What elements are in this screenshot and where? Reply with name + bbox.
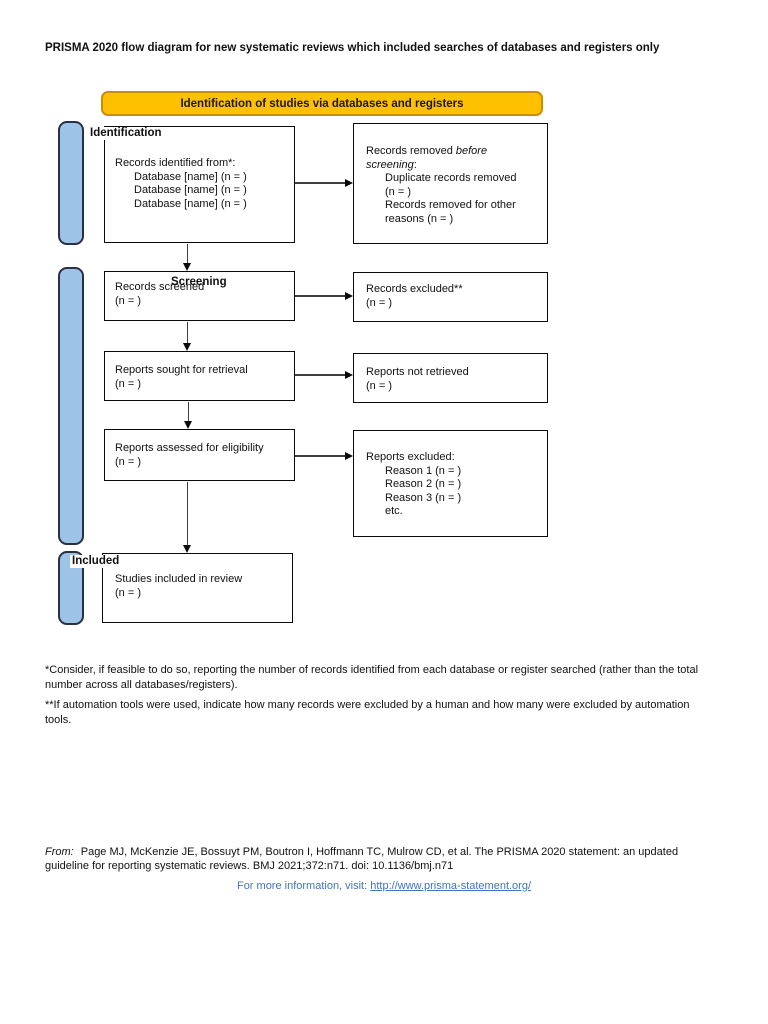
box-line: Records excluded** <box>366 283 463 295</box>
citation: From:Page MJ, McKenzie JE, Bossuyt PM, B… <box>45 845 693 873</box>
box-line: (n = ) <box>115 294 141 307</box>
arrow-assessed-to-included <box>183 482 192 553</box>
stage-bar-identification <box>58 121 84 245</box>
box-line: Reports not retrieved <box>366 366 469 378</box>
arrowhead-icon <box>183 343 191 351</box>
box-item: Reason 1 (n = ) <box>385 464 462 477</box>
stage-bar-screening <box>58 267 84 545</box>
box-reports-sought-for-retrieval: Reports sought for retrieval (n = ) <box>104 351 295 401</box>
box-item: Database [name] (n = ) <box>134 184 247 196</box>
stage-label-screening: Screening <box>171 276 227 288</box>
box-reports-assessed-for-eligibility: Reports assessed for eligibility (n = ) <box>104 429 295 481</box>
page-title: PRISMA 2020 flow diagram for new systema… <box>45 42 660 54</box>
banner-identification-via-databases: Identification of studies via databases … <box>101 91 543 116</box>
box-item: Database [name] (n = ) <box>134 197 247 210</box>
box-records-screened: Records screened (n = ) <box>104 271 295 321</box>
box-line: Records screened <box>115 281 205 293</box>
box-item: Reason 2 (n = ) <box>385 478 462 490</box>
citation-from-label: From: <box>45 846 74 858</box>
arrow-screened-to-excluded <box>295 292 353 300</box>
box-line: Studies included in review <box>115 573 243 585</box>
arrow-identified-to-screened <box>183 244 192 271</box>
footnote-double-asterisk: **If automation tools were used, indicat… <box>45 699 690 726</box>
box-line: Reports sought for retrieval <box>115 364 248 376</box>
box-reports-excluded: Reports excluded: Reason 1 (n = )Reason … <box>353 430 548 537</box>
arrowhead-icon <box>183 545 191 553</box>
arrow-sought-to-assessed <box>184 402 193 429</box>
box-heading: Reports excluded: <box>366 451 455 463</box>
box-item: Records removed for other reasons (n = ) <box>385 199 516 225</box>
arrowhead-icon <box>184 421 192 429</box>
box-studies-included-in-review: Studies included in review (n = ) <box>102 553 293 623</box>
stage-label-included: Included <box>70 555 122 568</box>
box-line: (n = ) <box>115 377 141 390</box>
box-records-excluded: Records excluded** (n = ) <box>353 272 548 322</box>
arrow-screened-to-sought <box>183 322 192 351</box>
arrowhead-icon <box>183 263 191 271</box>
arrowhead-icon <box>345 179 353 187</box>
prisma-statement-link[interactable]: http://www.prisma-statement.org/ <box>370 880 532 892</box>
footnote-asterisk: *Consider, if feasible to do so, reporti… <box>45 664 699 691</box>
box-line: (n = ) <box>115 586 141 599</box>
box-records-identified: Records identified from*: Database [name… <box>104 126 295 243</box>
arrowhead-icon <box>345 292 353 300</box>
arrow-sought-to-not-retrieved <box>295 371 353 379</box>
box-heading: Records identified from*: <box>115 157 236 169</box>
box-item: Reason 3 (n = ) <box>385 491 462 504</box>
box-line: (n = ) <box>115 455 141 468</box>
arrow-identified-to-removed <box>295 179 353 187</box>
arrowhead-icon <box>345 371 353 379</box>
box-item-list: Reason 1 (n = )Reason 2 (n = )Reason 3 (… <box>385 465 539 519</box>
more-info-line: For more information, visit: http://www.… <box>0 880 768 892</box>
arrow-assessed-to-excluded <box>295 452 353 460</box>
box-records-removed-before-screening: Records removed before screening: Duplic… <box>353 123 548 244</box>
arrowhead-icon <box>345 452 353 460</box>
box-line: (n = ) <box>366 379 392 392</box>
box-item-list: Database [name] (n = )Database [name] (n… <box>134 171 288 212</box>
more-info-prefix: For more information, visit: <box>236 880 371 892</box>
box-item: Database [name] (n = ) <box>134 170 247 183</box>
stage-label-identification: Identification <box>88 127 164 140</box>
box-reports-not-retrieved: Reports not retrieved (n = ) <box>353 353 548 403</box>
box-item-list: Duplicate records removed (n = )Records … <box>385 172 527 226</box>
box-heading: Records removed before screening: <box>366 145 488 171</box>
box-item: etc. <box>385 505 403 517</box>
box-line: (n = ) <box>366 296 392 309</box>
banner-label: Identification of studies via databases … <box>180 97 464 110</box>
box-line: Reports assessed for eligibility <box>115 442 264 454</box>
citation-text: Page MJ, McKenzie JE, Bossuyt PM, Boutro… <box>45 846 679 872</box>
box-item: Duplicate records removed (n = ) <box>385 172 517 198</box>
